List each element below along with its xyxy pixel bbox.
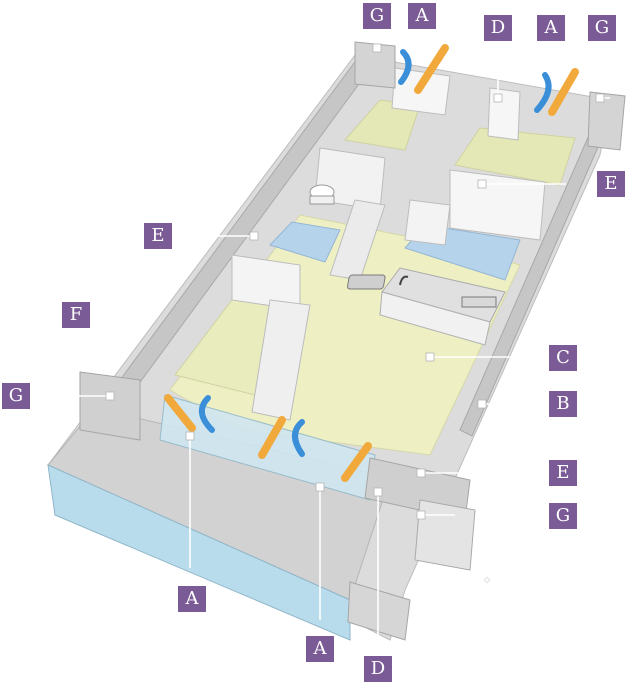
label-right-4: E	[549, 460, 577, 486]
label-left-1: E	[144, 223, 172, 249]
label-top-5: G	[588, 15, 616, 41]
label-right-2: C	[549, 345, 577, 371]
label-bottom-1: A	[178, 586, 206, 612]
cooktop	[461, 296, 497, 308]
bath-floor	[269, 221, 341, 263]
marker-square-icon	[105, 391, 115, 401]
label-top-3: D	[484, 15, 512, 41]
marker-square-icon	[185, 431, 195, 441]
marker-square-icon	[373, 487, 383, 497]
balcony-glass-rail	[47, 464, 351, 641]
warm-air-arrow-icon	[341, 442, 372, 482]
kitchen-counter-front	[379, 291, 491, 346]
partition-wall-2	[251, 299, 311, 421]
leader-lines	[30, 29, 610, 650]
cool-air-arrow-icon	[534, 72, 552, 113]
sink-icon	[347, 274, 409, 290]
top-right-block	[587, 91, 626, 151]
label-top-4: A	[537, 15, 565, 41]
marker-square-icon	[425, 352, 435, 362]
marker-square-icon	[416, 510, 426, 520]
cool-air-arrow-icon	[292, 419, 305, 457]
airflow-bottom-left	[164, 394, 215, 433]
left-end-block	[79, 371, 141, 441]
airflow-bottom-mid	[258, 416, 305, 459]
right-post	[414, 499, 476, 571]
marker-square-icon	[249, 231, 259, 241]
label-left-3: G	[2, 383, 30, 409]
marker-square-icon	[315, 482, 325, 492]
marker-square-icon	[372, 43, 382, 53]
cool-air-arrow-icon	[199, 395, 215, 433]
marker-square-icon	[595, 93, 605, 103]
marker-squares	[105, 43, 605, 520]
label-right-5: G	[549, 503, 577, 529]
stray-mark: ◇	[484, 575, 491, 584]
label-right-1: E	[597, 171, 625, 197]
airflow-top-left	[398, 44, 449, 94]
label-bottom-3: D	[364, 656, 392, 682]
top-right-room-floor	[454, 127, 576, 186]
label-left-2: F	[62, 302, 90, 328]
marker-square-icon	[477, 399, 487, 409]
cool-air-arrow-icon	[398, 49, 412, 85]
warm-air-arrow-icon	[164, 394, 196, 432]
label-top-2: A	[408, 3, 436, 29]
label-top-1: G	[363, 3, 391, 29]
partition-wall-5	[404, 199, 451, 246]
partition-wall-7	[487, 87, 521, 141]
toilet-icon	[309, 184, 335, 205]
partition-wall-6	[449, 169, 546, 241]
label-bottom-2: A	[306, 636, 334, 662]
bottom-pillar	[347, 581, 411, 641]
top-left-block	[354, 41, 396, 89]
partition-wall-1	[231, 254, 301, 311]
marker-square-icon	[477, 179, 487, 189]
marker-square-icon	[493, 93, 503, 103]
marker-square-icon	[416, 468, 426, 478]
label-right-3: B	[549, 391, 577, 417]
airflow-top-right	[534, 68, 579, 116]
warm-air-arrow-icon	[548, 68, 579, 116]
warm-air-arrow-icon	[258, 416, 286, 459]
warm-air-arrow-icon	[414, 44, 449, 94]
